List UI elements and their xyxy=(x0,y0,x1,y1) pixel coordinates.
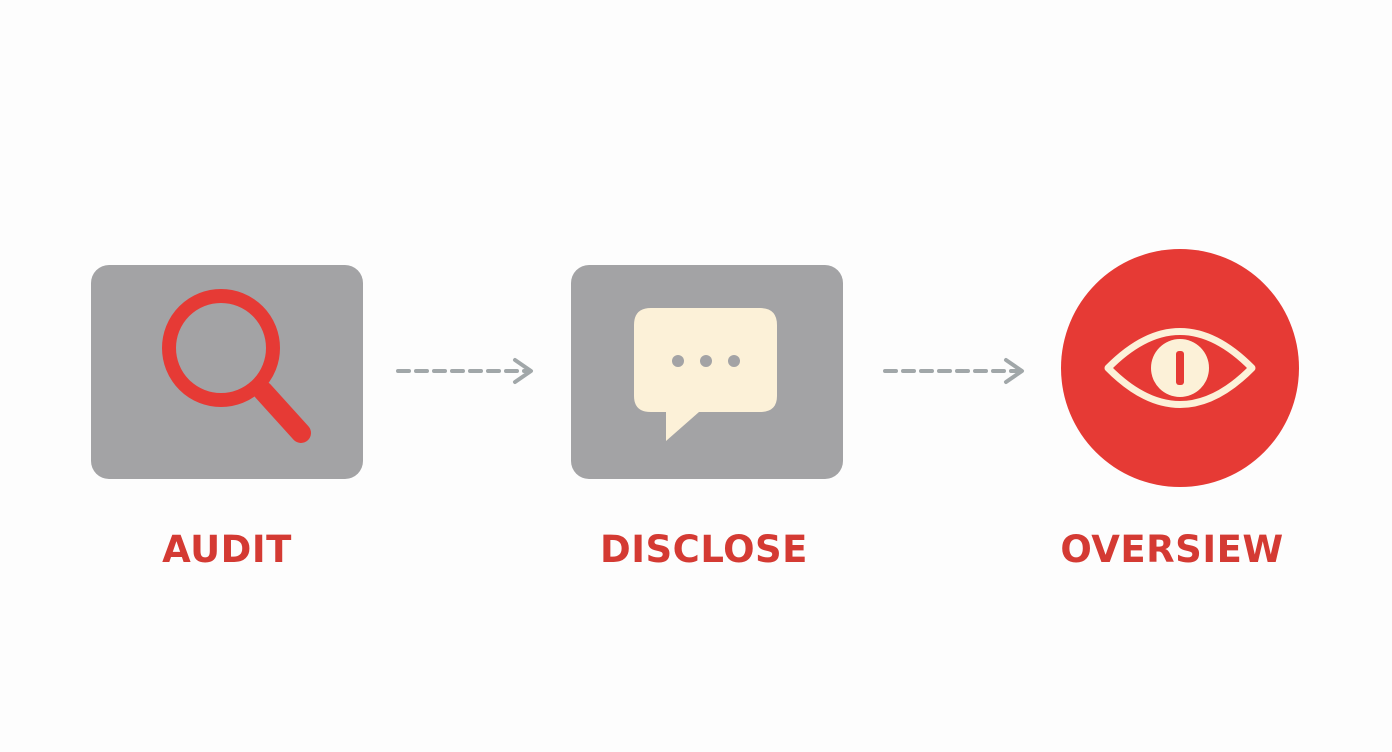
audit-step-card xyxy=(91,265,363,479)
step-label-audit: AUDIT xyxy=(162,528,292,571)
oversiew-step-circle xyxy=(1061,249,1299,487)
dashed-arrow-connector xyxy=(396,358,533,384)
step-label-disclose: DISCLOSE xyxy=(600,528,808,571)
eye-icon xyxy=(1104,328,1256,408)
step-label-oversiew: OVERSIEW xyxy=(1060,528,1284,571)
speech-bubble-icon xyxy=(634,308,777,441)
disclose-step-card xyxy=(571,265,843,479)
dashed-arrow-connector xyxy=(883,358,1024,384)
magnifying-glass-icon xyxy=(162,289,311,443)
